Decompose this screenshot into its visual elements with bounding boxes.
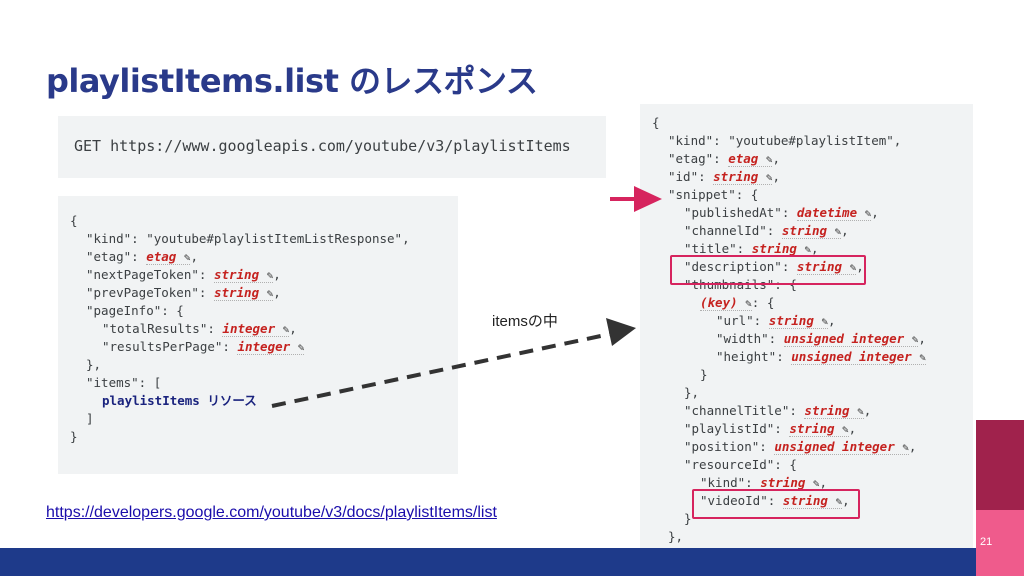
type-value[interactable]: string ✎: [213, 285, 274, 301]
code-line: "height": unsigned integer ✎: [716, 348, 926, 367]
code-line: "publishedAt": datetime ✎,: [684, 204, 879, 223]
pencil-icon: ✎: [266, 287, 274, 300]
code-line: "resultsPerPage": integer ✎: [102, 338, 305, 357]
request-line: GET https://www.googleapis.com/youtube/v…: [74, 137, 571, 155]
code-line: "etag": etag ✎,: [86, 248, 198, 267]
code-line: "channelTitle": string ✎,: [684, 402, 871, 421]
code-line: "id": string ✎,: [668, 168, 780, 187]
type-value[interactable]: string ✎: [804, 403, 864, 419]
code-line: }: [684, 511, 692, 526]
type-value[interactable]: etag ✎: [146, 249, 191, 265]
slide-title: playlistItems.list のレスポンス: [46, 62, 538, 100]
request-code-box: GET https://www.googleapis.com/youtube/v…: [58, 116, 606, 178]
type-value[interactable]: integer ✎: [237, 339, 305, 355]
code-line: "title": string ✎,: [684, 240, 819, 259]
code-line: "width": unsigned integer ✎,: [716, 330, 926, 349]
code-line: "pageInfo": {: [86, 303, 184, 318]
list-response-code-box: { "kind": "youtube#playlistItemListRespo…: [58, 196, 458, 474]
type-value[interactable]: etag ✎: [728, 151, 773, 167]
code-line: {: [652, 115, 660, 130]
type-value[interactable]: string ✎: [796, 259, 857, 275]
code-line: "playlistId": string ✎,: [684, 420, 856, 439]
corner-accent-pink: [976, 510, 1024, 576]
code-line: "videoId": string ✎,: [700, 492, 850, 511]
pencil-icon: ✎: [857, 405, 864, 418]
code-line: ]: [86, 411, 94, 426]
code-line: "url": string ✎,: [716, 312, 836, 331]
pencil-icon: ✎: [919, 351, 926, 364]
type-value[interactable]: datetime ✎: [796, 205, 872, 221]
code-line: "channelId": string ✎,: [684, 222, 849, 241]
code-line: {: [70, 213, 78, 228]
pencil-icon: ✎: [804, 243, 812, 256]
code-line: "position": unsigned integer ✎,: [684, 438, 916, 457]
pencil-icon: ✎: [812, 477, 820, 490]
type-value[interactable]: string ✎: [751, 241, 812, 257]
code-line: "prevPageToken": string ✎,: [86, 284, 281, 303]
pencil-icon: ✎: [297, 341, 305, 354]
code-line: "items": [: [86, 375, 162, 390]
pointer-arrow-icon: [606, 318, 636, 346]
type-value[interactable]: string ✎: [713, 169, 773, 185]
pencil-icon: ✎: [821, 315, 828, 328]
code-line: "resourceId": {: [684, 457, 797, 472]
code-line: "etag": etag ✎,: [668, 150, 780, 169]
pencil-icon: ✎: [765, 171, 773, 184]
code-line: }: [70, 429, 78, 444]
type-value[interactable]: unsigned integer ✎: [791, 349, 926, 365]
pencil-icon: ✎: [842, 423, 849, 436]
type-value[interactable]: integer ✎: [222, 321, 290, 337]
type-value[interactable]: (key) ✎: [700, 295, 752, 311]
code-line: }: [700, 367, 708, 382]
type-value[interactable]: string ✎: [760, 475, 820, 491]
type-value[interactable]: string ✎: [768, 313, 828, 329]
code-line: },: [86, 357, 102, 372]
type-value[interactable]: string ✎: [782, 493, 843, 509]
code-line: "description": string ✎,: [684, 258, 864, 277]
code-line: "kind": string ✎,: [700, 474, 827, 493]
items-arrow-label: itemsの中: [492, 313, 558, 330]
playlistitems-resource-link[interactable]: playlistItems リソース: [102, 393, 257, 408]
code-line: "totalResults": integer ✎,: [102, 320, 297, 339]
pencil-icon: ✎: [864, 207, 872, 220]
pencil-icon: ✎: [835, 495, 843, 508]
pencil-icon: ✎: [282, 323, 290, 336]
code-line: "nextPageToken": string ✎,: [86, 266, 281, 285]
code-line: "snippet": {: [668, 187, 759, 202]
videoid-highlight-box: [692, 489, 860, 519]
footer-bar: [0, 548, 1024, 576]
pencil-icon: ✎: [266, 269, 274, 282]
code-line: },: [684, 385, 700, 400]
code-line: (key) ✎: {: [700, 294, 774, 313]
description-highlight-box: [670, 255, 866, 285]
pencil-icon: ✎: [849, 261, 857, 274]
type-value[interactable]: unsigned integer ✎: [783, 331, 919, 347]
code-line: },: [668, 529, 684, 544]
type-value[interactable]: string ✎: [213, 267, 274, 283]
type-value[interactable]: unsigned integer ✎: [774, 439, 909, 455]
pencil-icon: ✎: [834, 225, 842, 238]
pencil-icon: ✎: [765, 153, 773, 166]
page-number: 21: [980, 536, 993, 548]
type-value[interactable]: string ✎: [789, 421, 849, 437]
pencil-icon: ✎: [902, 441, 909, 454]
pencil-icon: ✎: [911, 333, 919, 346]
type-value[interactable]: string ✎: [781, 223, 842, 239]
playlistitem-resource-code-box: { "kind": "youtube#playlistItem", "etag"…: [640, 104, 973, 552]
code-line: "kind": "youtube#playlistItemListRespons…: [86, 231, 410, 246]
dashed-arrow-line: [271, 332, 611, 408]
snippet-pointer-arrow-icon: [634, 186, 662, 212]
code-line: "kind": "youtube#playlistItem",: [668, 133, 902, 148]
pencil-icon: ✎: [745, 297, 752, 310]
pencil-icon: ✎: [183, 251, 191, 264]
reference-link[interactable]: https://developers.google.com/youtube/v3…: [46, 504, 497, 521]
